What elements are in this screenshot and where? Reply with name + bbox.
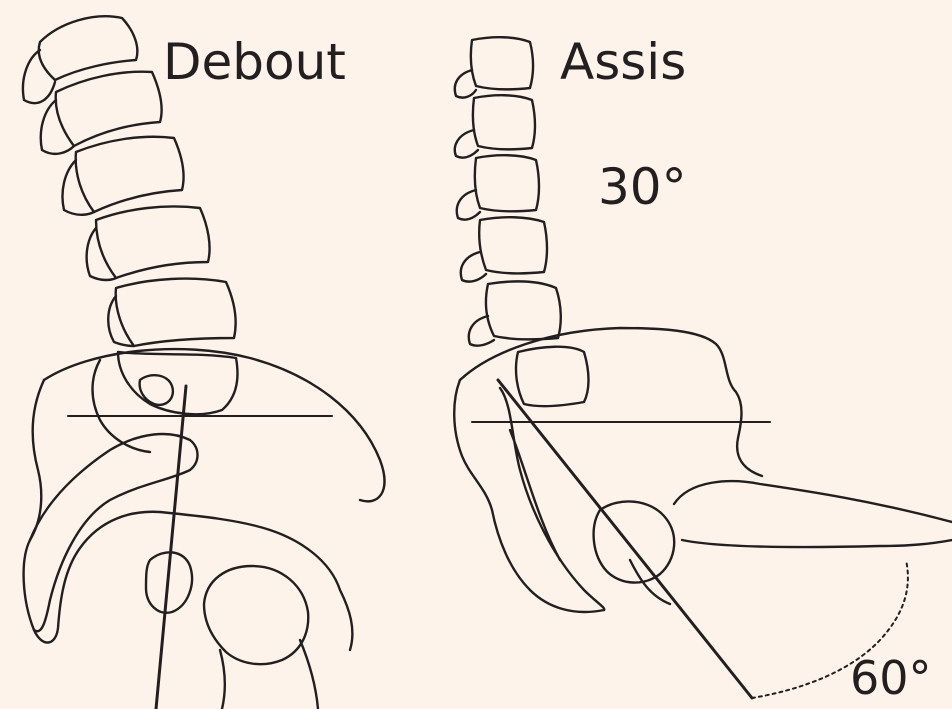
standing-vertebra-2 [41, 72, 162, 154]
sitting-sacrum [516, 347, 589, 406]
sitting-figure [454, 37, 952, 698]
sitting-angle-bottom-label: 60° [850, 655, 932, 701]
sitting-vertebra-4 [461, 217, 547, 281]
sitting-vertebra-1 [455, 37, 533, 97]
standing-sacrum [93, 352, 238, 452]
standing-femur-shaft [220, 640, 318, 709]
sitting-pelvic-axis [498, 380, 752, 698]
sitting-femur [674, 481, 952, 547]
standing-vertebra-1 [23, 16, 137, 103]
standing-label: Debout [163, 37, 346, 87]
standing-vertebra-5 [108, 279, 235, 346]
standing-vertebra-3 [63, 137, 184, 215]
sitting-vertebra-3 [457, 155, 539, 219]
standing-figure [23, 16, 385, 709]
standing-vertebra-4 [87, 207, 210, 281]
sitting-angle-top-label: 30° [598, 162, 687, 212]
sitting-label: Assis [560, 37, 686, 87]
standing-ilium [24, 380, 353, 650]
sitting-iliac-crest [460, 328, 762, 476]
sitting-vertebra-5 [469, 281, 561, 345]
sitting-vertebra-2 [455, 95, 535, 157]
